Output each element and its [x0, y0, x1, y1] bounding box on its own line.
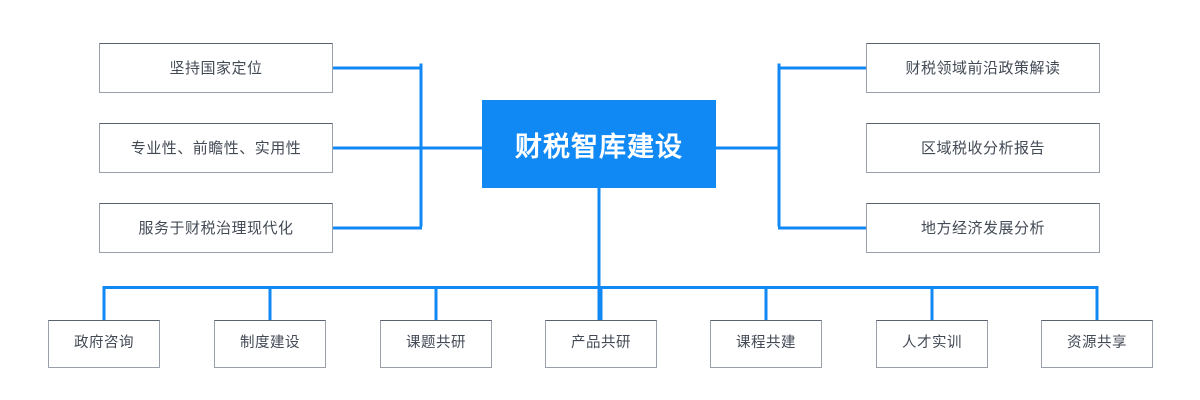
bottom-node-5[interactable]: 课程共建 — [710, 320, 822, 368]
right-node-2[interactable]: 区域税收分析报告 — [866, 123, 1100, 173]
right-node-3[interactable]: 地方经济发展分析 — [866, 203, 1100, 253]
center-node[interactable]: 财税智库建设 — [482, 100, 716, 188]
left-node-2[interactable]: 专业性、前瞻性、实用性 — [99, 123, 333, 173]
left-node-3[interactable]: 服务于财税治理现代化 — [99, 203, 333, 253]
bottom-node-2[interactable]: 制度建设 — [214, 320, 326, 368]
bottom-node-3[interactable]: 课题共研 — [380, 320, 492, 368]
bottom-node-6[interactable]: 人才实训 — [876, 320, 988, 368]
bottom-node-1[interactable]: 政府咨询 — [48, 320, 160, 368]
bottom-node-4[interactable]: 产品共研 — [545, 320, 657, 368]
left-node-1[interactable]: 坚持国家定位 — [99, 43, 333, 93]
right-node-1[interactable]: 财税领域前沿政策解读 — [866, 43, 1100, 93]
bottom-node-7[interactable]: 资源共享 — [1041, 320, 1153, 368]
